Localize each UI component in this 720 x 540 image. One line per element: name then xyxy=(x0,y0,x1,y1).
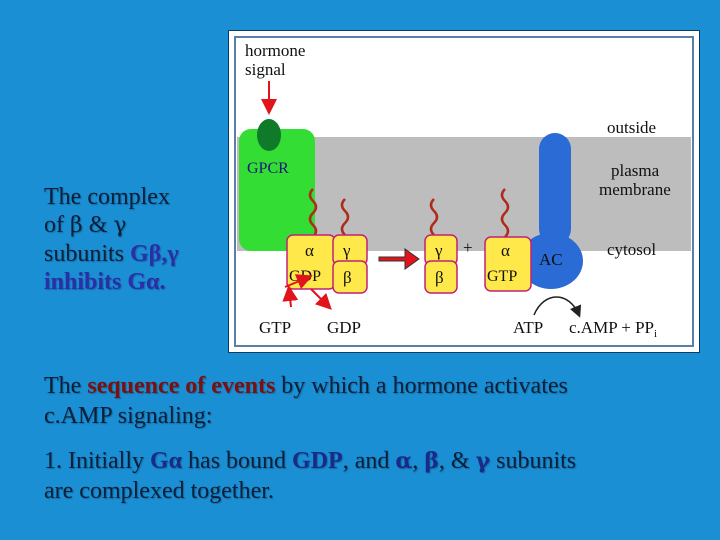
gpcr-label: GPCR xyxy=(247,160,289,177)
camp-ppi-label: c.AMP + PPi xyxy=(569,318,657,340)
para-text: , xyxy=(412,448,425,474)
beta-symbol: β xyxy=(424,448,439,474)
para-text: 1. Initially xyxy=(44,448,150,474)
plasma-membrane-label: membrane xyxy=(599,180,671,199)
g-alpha-gtp-subunit xyxy=(484,236,532,292)
gpcr-ligand-head xyxy=(257,119,281,151)
lipid-anchor xyxy=(340,198,350,236)
plasma-membrane-label: plasma xyxy=(611,161,660,180)
alpha-symbol: α xyxy=(305,241,314,260)
gbetagamma-term: Gβ,γ xyxy=(130,241,179,267)
gamma-symbol: γ xyxy=(434,241,443,260)
g-beta-subunit xyxy=(424,260,458,294)
gtp-bottom-label: GTP xyxy=(259,318,291,337)
caption-line: subunits Gβ,γ xyxy=(44,240,224,268)
beta-symbol: β xyxy=(343,268,352,287)
hormone-signal-label: hormone xyxy=(245,41,305,60)
ac-label: AC xyxy=(539,250,563,269)
para-text: are complexed together. xyxy=(44,478,274,504)
para-text: c.AMP signaling: xyxy=(44,403,213,429)
lipid-anchor xyxy=(500,188,510,238)
gtp-arrow xyxy=(282,285,299,308)
gtp-label: GTP xyxy=(487,268,517,285)
lipid-anchor xyxy=(308,188,318,238)
atp-conversion-arrow xyxy=(533,296,582,318)
galpha-term: Gα xyxy=(149,448,183,474)
caption-text: of xyxy=(44,212,70,238)
caption-text: & xyxy=(82,212,114,238)
gdp-bottom-label: GDP xyxy=(327,318,361,337)
transition-arrow xyxy=(378,248,420,270)
para-text: , & xyxy=(438,448,476,474)
adenylate-cyclase-body xyxy=(519,233,583,289)
alpha-symbol: α xyxy=(501,241,510,260)
camp-text: c.AMP + PP xyxy=(569,318,654,337)
gpcr-receptor xyxy=(239,129,315,251)
gamma-symbol: γ xyxy=(475,448,491,474)
para-text: , and xyxy=(342,448,396,474)
caption-text: subunits xyxy=(44,241,131,267)
para-text: by which a hormone activates xyxy=(275,373,568,399)
gdp-out-arrow xyxy=(310,288,332,310)
hormone-signal-label: signal xyxy=(245,60,286,79)
g-beta-subunit xyxy=(332,260,368,294)
sequence-of-events-term: sequence of events xyxy=(87,373,276,399)
side-caption: The complex of β & γ subunits Gβ,γ inhib… xyxy=(44,183,224,296)
plus-sign: + xyxy=(463,238,473,257)
gamma-symbol: γ xyxy=(342,241,351,260)
beta-symbol: β xyxy=(70,213,83,238)
para-text: The xyxy=(44,373,88,399)
caption-line: of β & γ xyxy=(44,211,224,240)
explanation-paragraph-2: 1. Initially Gα has bound GDP, and α, β,… xyxy=(44,446,684,506)
gdp-term: GDP xyxy=(292,448,343,474)
gamma-symbol: γ xyxy=(113,213,127,238)
atp-label: ATP xyxy=(513,318,543,337)
para-text: subunits xyxy=(490,448,577,474)
adenylate-cyclase-stalk xyxy=(539,133,571,245)
cytosol-label: cytosol xyxy=(607,240,656,259)
beta-symbol: β xyxy=(435,268,444,287)
signaling-diagram: hormone signal GPCR outside plasma membr… xyxy=(228,30,700,353)
caption-line: The complex xyxy=(44,184,170,210)
outside-label: outside xyxy=(607,118,656,137)
diagram-frame xyxy=(234,36,694,347)
ppi-subscript: i xyxy=(654,328,657,340)
caption-line-inhibits: inhibits Gα. xyxy=(44,269,166,295)
para-text: has bound xyxy=(182,448,293,474)
lipid-anchor xyxy=(429,198,439,236)
alpha-symbol: α xyxy=(395,448,413,474)
explanation-paragraph-1: The sequence of events by which a hormon… xyxy=(44,371,684,431)
